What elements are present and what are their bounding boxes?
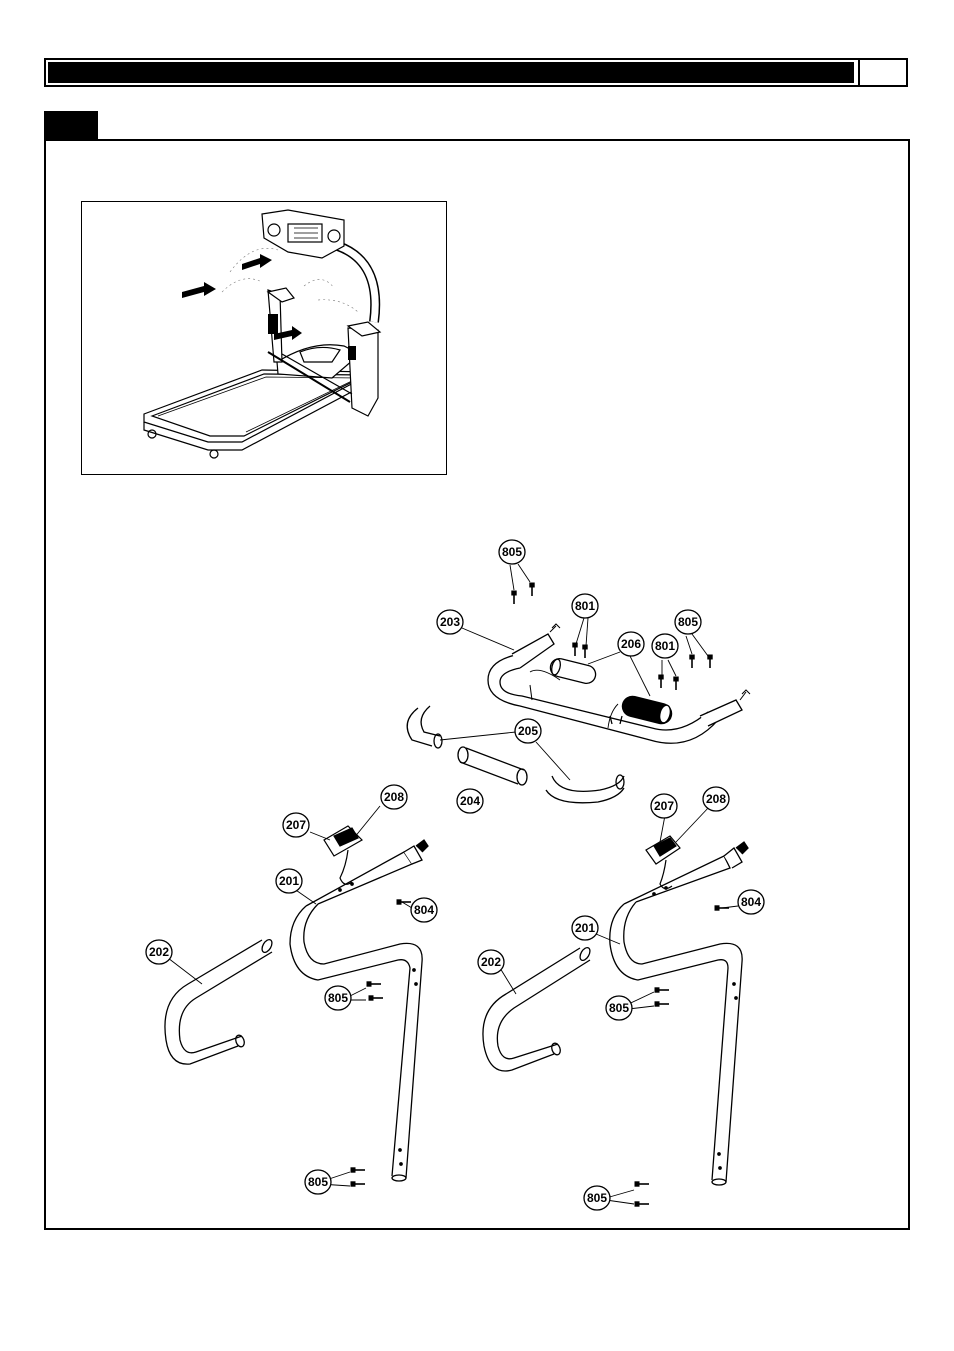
part-207-208-left-sensor-cap	[323, 825, 363, 885]
callout-bubble-204	[456, 788, 484, 814]
callout-804: 804	[741, 895, 761, 909]
assembly-step-frame	[44, 140, 910, 1230]
part-201-left-upright	[289, 839, 429, 1182]
callout-bubble-207	[650, 793, 678, 819]
treadmill-illustration	[143, 209, 382, 459]
part-207-208-right-sensor-cap	[645, 835, 681, 890]
callout-201: 201	[575, 921, 595, 935]
callout-201: 201	[279, 874, 299, 888]
callout-bubble-202	[477, 949, 505, 975]
callout-805: 805	[678, 615, 698, 629]
callout-bubble-208	[380, 784, 408, 810]
callout-bubble-208	[702, 786, 730, 812]
callout-207: 207	[286, 818, 306, 832]
callout-bubble-805	[324, 985, 352, 1011]
callout-805: 805	[308, 1175, 328, 1189]
callout-206: 206	[621, 637, 641, 651]
callout-bubble-801	[651, 633, 679, 659]
callout-805: 805	[502, 545, 522, 559]
callout-805: 805	[587, 1191, 607, 1205]
callout-202: 202	[481, 955, 501, 969]
part-202-right-handle	[482, 946, 591, 1072]
hardware-bolts	[350, 582, 730, 1207]
callout-208: 208	[384, 790, 404, 804]
callout-bubbles	[145, 539, 765, 1211]
callout-205: 205	[518, 724, 538, 738]
callout-805: 805	[328, 991, 348, 1005]
callout-bubble-805	[304, 1169, 332, 1195]
callout-805: 805	[609, 1001, 629, 1015]
callout-leader-lines	[167, 563, 739, 1205]
step-top-rule	[98, 139, 910, 141]
part-201-right-upright	[609, 841, 749, 1186]
treadmill-overview-inset	[81, 201, 447, 475]
callout-bubble-206	[617, 631, 645, 657]
page-header-bar	[44, 58, 908, 87]
part-202-left-handle	[164, 938, 273, 1065]
callout-bubble-805	[498, 539, 526, 565]
callout-203: 203	[440, 615, 460, 629]
part-203-handlebar	[487, 623, 751, 744]
header-title-band	[48, 62, 854, 83]
callout-bubble-801	[571, 593, 599, 619]
callout-bubble-201	[571, 915, 599, 941]
callout-202: 202	[149, 945, 169, 959]
callout-bubble-202	[145, 939, 173, 965]
part-204-straight-tube	[457, 746, 528, 786]
callout-bubble-805	[674, 609, 702, 635]
callout-801: 801	[655, 639, 675, 653]
part-205-curved-tubes	[406, 705, 625, 804]
callout-208: 208	[706, 792, 726, 806]
callout-bubble-207	[282, 812, 310, 838]
callout-bubble-805	[583, 1185, 611, 1211]
callout-bubble-203	[436, 609, 464, 635]
callout-204: 204	[460, 794, 480, 808]
callout-207: 207	[654, 799, 674, 813]
callout-bubble-205	[514, 718, 542, 744]
callout-801: 801	[575, 599, 595, 613]
callout-bubble-804	[410, 897, 438, 923]
part-206-grip-sensors	[549, 657, 673, 725]
step-number-tab	[44, 111, 98, 141]
callout-804: 804	[414, 903, 434, 917]
callout-bubble-805	[605, 995, 633, 1021]
callout-labels: 805 801 203 206 801 805 205 204 208 207 …	[149, 545, 761, 1205]
callout-bubble-201	[275, 868, 303, 894]
callout-bubble-804	[737, 889, 765, 915]
header-page-box	[858, 60, 906, 85]
